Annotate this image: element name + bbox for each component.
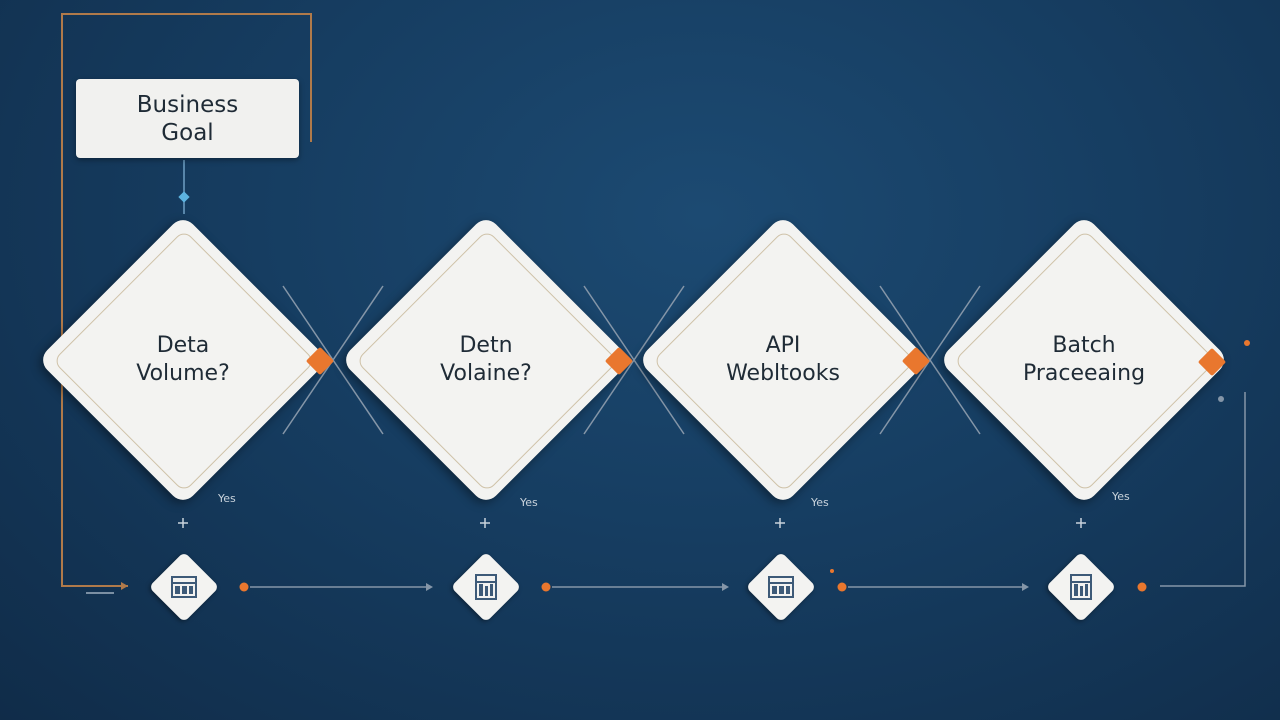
- decision-line-1: Deta: [156, 333, 210, 358]
- decision-line-2: Volaine?: [440, 361, 532, 386]
- arrow-head: [121, 582, 128, 590]
- bottom-arrow-heads: [426, 583, 1029, 591]
- process-node-1[interactable]: [147, 550, 221, 624]
- process-node-2[interactable]: [449, 550, 523, 624]
- orange-connector-marker: [1198, 348, 1226, 376]
- goal-junction-dot: [178, 191, 190, 203]
- bottom-flow-dots: [239, 569, 1147, 592]
- junction-dot: [1244, 340, 1250, 346]
- business-goal-box[interactable]: Business Goal: [76, 79, 299, 158]
- branch-label: Yes: [520, 496, 538, 509]
- decision-line-1: Detn: [459, 333, 513, 358]
- process-node-3[interactable]: [744, 550, 818, 624]
- branch-label: Yes: [811, 496, 829, 509]
- orange-connector-marker: [605, 347, 633, 375]
- goal-line-1: Business: [136, 91, 239, 118]
- frame-connector: [61, 13, 312, 587]
- decision-data-volume-1[interactable]: Deta Volume?: [37, 214, 329, 506]
- server-rack-icon: [1070, 574, 1092, 600]
- decision-data-volume-2[interactable]: Detn Volaine?: [340, 214, 632, 506]
- decision-line-1: API: [765, 333, 801, 358]
- down-connectors: [178, 518, 1086, 528]
- decision-api-webhooks[interactable]: API Webltooks: [637, 214, 929, 506]
- return-connector: [1160, 392, 1246, 587]
- data-grid-icon: [768, 576, 794, 598]
- orange-connector-marker: [902, 347, 930, 375]
- decision-line-2: Volume?: [136, 361, 230, 386]
- decision-line-1: Batch: [1052, 333, 1116, 358]
- server-rack-icon: [475, 574, 497, 600]
- goal-line-2: Goal: [161, 119, 214, 146]
- branch-label: Yes: [218, 492, 236, 505]
- junction-dot: [1218, 396, 1224, 402]
- process-node-4[interactable]: [1044, 550, 1118, 624]
- branch-label: Yes: [1112, 490, 1130, 503]
- orange-connector-marker: [306, 347, 334, 375]
- decision-line-2: Praceeaing: [1022, 361, 1146, 386]
- data-grid-icon: [171, 576, 197, 598]
- decision-batch-processing[interactable]: Batch Praceeaing: [938, 214, 1230, 506]
- decision-line-2: Webltooks: [726, 361, 840, 386]
